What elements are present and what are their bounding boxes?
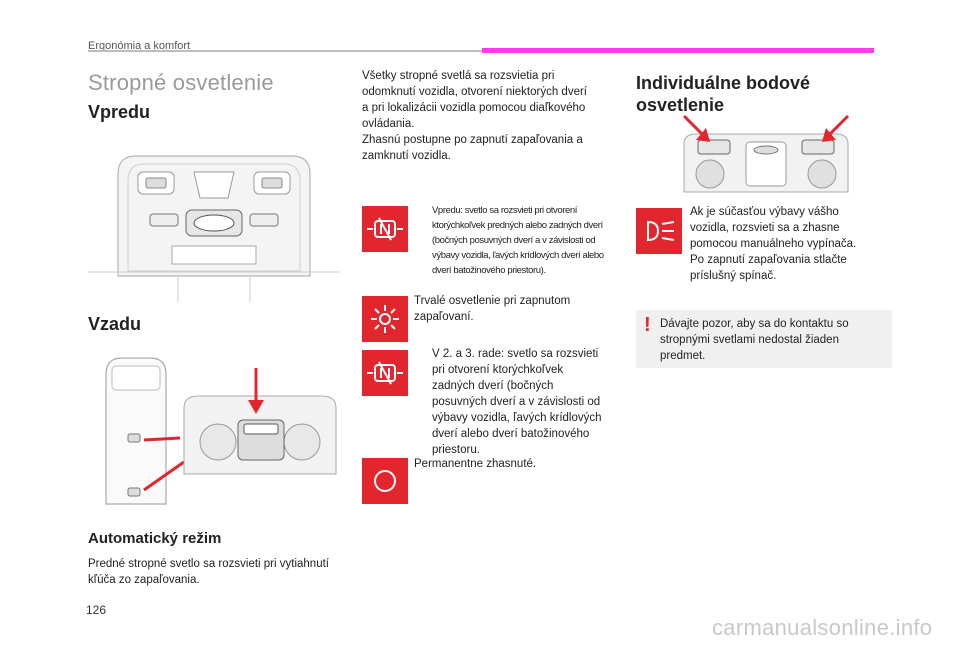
rear-ceiling-light-illustration [88, 344, 340, 514]
auto-mode-text: Predné stropné svetlo sa rozsvieti pri v… [88, 558, 329, 586]
door-light-icon [362, 206, 408, 252]
door-light-icon [362, 350, 408, 396]
spot-light-icon [636, 208, 682, 254]
warning-icon: ! [644, 314, 651, 336]
auto-mode-heading: Automatický režim [88, 530, 222, 547]
spot-heading: Individuálne bodové osvetlenie [636, 73, 811, 115]
chapter-header: Ergonómia a komfort [88, 40, 191, 52]
front-ceiling-light-illustration [88, 126, 340, 302]
spot-text: Ak je súčasťou výbavy vášho vozidla, roz… [690, 206, 857, 282]
mode-off-text: Permanentne zhasnuté. [414, 458, 537, 470]
watermark: carmanualsonline.info [712, 615, 933, 640]
header-divider-pink [482, 48, 874, 53]
warning-box [636, 310, 892, 368]
header-divider-gray [88, 50, 482, 52]
warning-text: Dávajte pozor, aby sa do kontaktu so str… [660, 318, 849, 362]
off-circle-icon [362, 458, 408, 504]
mode-permanent-text: Trvalé osvetlenie pri zapnutom zapaľovan… [414, 295, 571, 323]
page-number: 126 [86, 603, 107, 617]
front-heading: Vpredu [88, 102, 151, 122]
spot-light-illustration [680, 112, 852, 196]
mode-door-rear-text: V 2. a 3. rade: svetlo sa rozsvieti pri … [432, 348, 602, 456]
intro-text: Všetky stropné svetlá sa rozsvietia pri … [362, 70, 588, 162]
mode-door-front-text: Vpredu: svetlo sa rozsvieti pri otvorení… [432, 205, 604, 276]
sun-light-icon [362, 296, 408, 342]
rear-heading: Vzadu [88, 314, 142, 334]
section-title: Stropné osvetlenie [88, 70, 274, 95]
